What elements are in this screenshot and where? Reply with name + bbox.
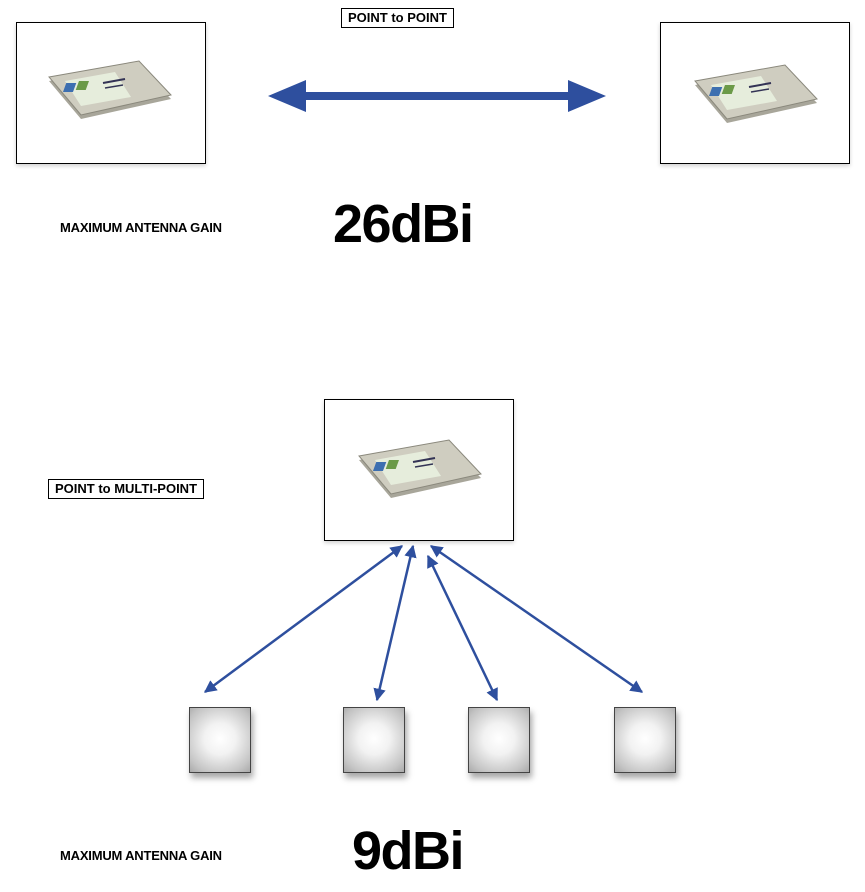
- point-to-point-title: POINT to POINT: [341, 8, 454, 28]
- bottom-gain-caption: MAXIMUM ANTENNA GAIN: [60, 848, 222, 863]
- point-to-point-double-arrow: [268, 80, 606, 112]
- link-arrow-3: [426, 554, 499, 702]
- top-gain-value: 26dBi: [333, 194, 474, 254]
- left-device-frame: [16, 22, 206, 164]
- client-node-2: [343, 707, 405, 773]
- bottom-gain-value: 9dBi: [352, 821, 465, 881]
- link-arrow-2: [373, 544, 417, 702]
- base-station-device-frame: [324, 399, 514, 541]
- client-node-3: [468, 707, 530, 773]
- pc-card-icon: [694, 64, 818, 123]
- point-to-multipoint-title: POINT to MULTI-POINT: [48, 479, 205, 499]
- link-arrow-1: [203, 544, 404, 694]
- top-gain-caption: MAXIMUM ANTENNA GAIN: [60, 220, 222, 235]
- right-device-frame: [660, 22, 850, 164]
- client-node-1: [189, 707, 251, 773]
- pc-card-icon: [358, 439, 482, 498]
- client-node-4: [614, 707, 676, 773]
- link-arrow-4: [429, 544, 644, 694]
- pc-card-icon: [48, 60, 172, 119]
